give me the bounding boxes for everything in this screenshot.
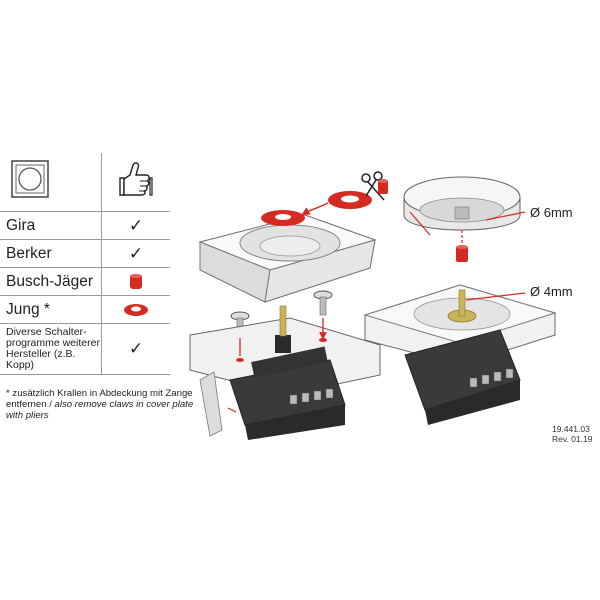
row-label: Berker	[6, 245, 52, 262]
knob-cap	[403, 176, 521, 231]
table-row: Diverse Schalter-programme weiterer Hers…	[0, 323, 170, 375]
reference-code: 19.441.03 Rev. 01.19	[552, 424, 592, 444]
left-cover-plate	[198, 214, 377, 303]
reference-number: 19.441.03	[552, 424, 590, 434]
row-label: Diverse Schalter-programme weiterer Hers…	[6, 326, 100, 371]
dimension-6mm: Ø 6mm	[530, 205, 573, 220]
red-ring-part	[261, 191, 372, 226]
footnote: * zusätzlich Krallen in Abdeckung mit Za…	[6, 388, 194, 421]
table-row: Berker ✓	[0, 239, 170, 268]
check-icon: ✓	[128, 243, 144, 263]
red-sleeve-part	[378, 179, 388, 194]
left-dimmer-insert	[189, 305, 381, 440]
footnote-english: also remove claws in cover plate with pl…	[6, 399, 194, 421]
check-icon: ✓	[128, 339, 144, 358]
thumbs-up-cell	[101, 153, 170, 212]
frame-icon	[11, 160, 49, 198]
table-row: Jung *	[0, 295, 170, 324]
footnote-german: * zusätzlich Krallen in Abdeckung mit Za…	[6, 388, 193, 410]
check-icon: ✓	[128, 215, 144, 235]
red-ring-icon	[124, 303, 148, 316]
frame-icon-cell	[0, 153, 102, 212]
right-assembled-insert	[363, 284, 557, 425]
red-sleeve-icon	[130, 273, 142, 289]
screw-right	[313, 290, 333, 316]
table-row: Busch-Jäger	[0, 267, 170, 296]
row-label: Busch-Jäger	[6, 273, 94, 290]
thumbs-up-icon	[119, 162, 153, 196]
compatibility-table: Gira ✓ Berker ✓ Busch-Jäger Jung * Diver…	[0, 153, 170, 375]
table-header-row	[0, 153, 170, 212]
dimension-4mm: Ø 4mm	[530, 284, 573, 299]
row-label: Jung *	[6, 301, 50, 318]
red-sleeve-part	[456, 245, 468, 262]
scissors-icon	[361, 171, 385, 201]
revision: Rev. 01.19	[552, 434, 593, 444]
table-row: Gira ✓	[0, 211, 170, 240]
row-label: Gira	[6, 217, 36, 234]
